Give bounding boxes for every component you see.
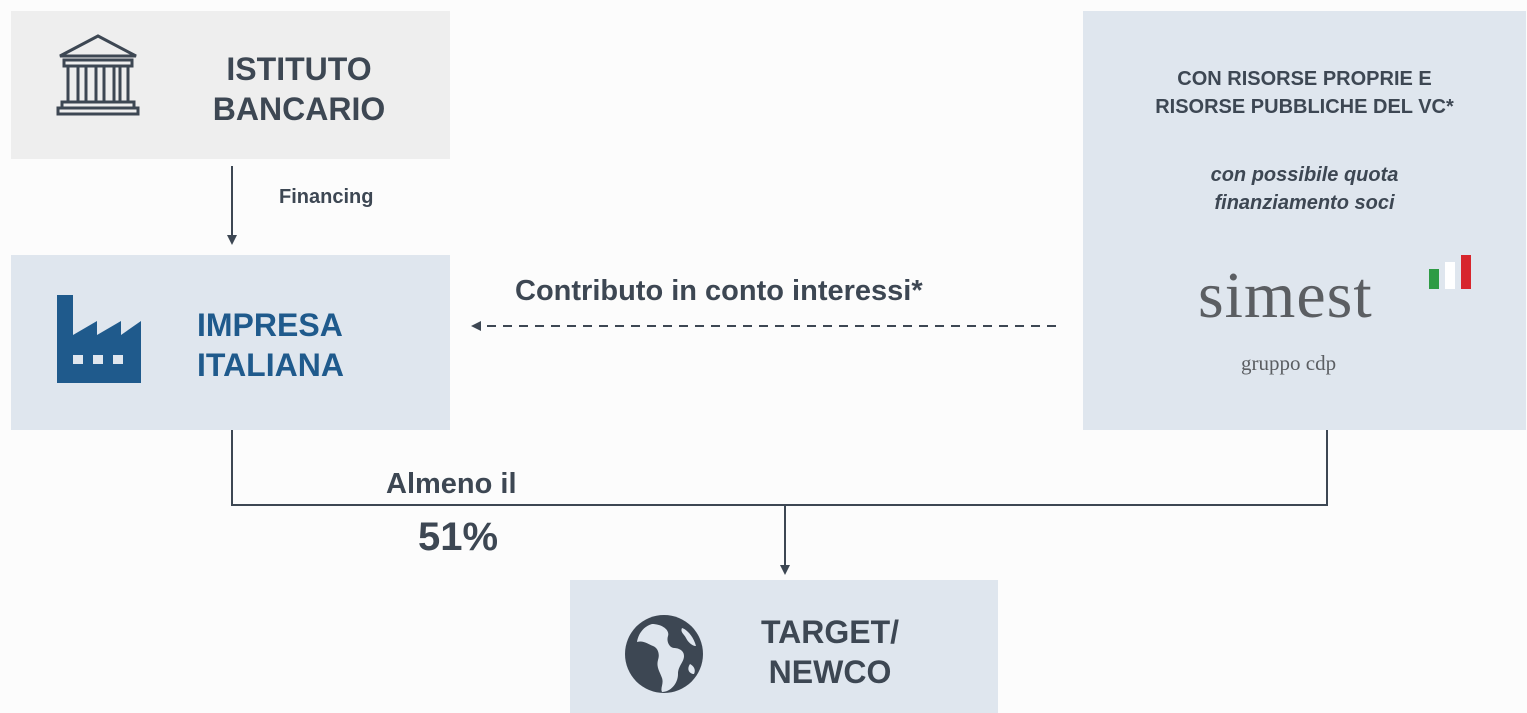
financing-label: Financing — [279, 186, 374, 208]
simest-subheading: con possibile quota finanziamento soci — [1083, 161, 1526, 217]
target-title: TARGET/ NEWCO — [720, 612, 940, 692]
simest-heading-line2: RISORSE PUBBLICHE DEL VC* — [1155, 96, 1454, 118]
impresa-title: IMPRESA ITALIANA — [171, 305, 381, 385]
target-line1: TARGET/ — [760, 614, 900, 650]
almeno-label: Almeno il — [386, 468, 517, 500]
simest-box: CON RISORSE PROPRIE E RISORSE PUBBLICHE … — [1083, 11, 1526, 430]
percentage-label: 51% — [418, 515, 499, 559]
factory-icon — [57, 295, 141, 383]
target-line2: NEWCO — [768, 654, 892, 690]
bank-box: ISTITUTO BANCARIO — [11, 11, 450, 159]
bank-building-icon — [56, 34, 140, 116]
simest-sub-line1: con possibile quota — [1210, 164, 1399, 186]
impresa-line1: IMPRESA — [197, 307, 343, 343]
impresa-box: IMPRESA ITALIANA — [11, 255, 450, 430]
bank-line2: BANCARIO — [212, 91, 386, 127]
contributo-label: Contributo in conto interessi* — [515, 275, 923, 307]
simest-sub-line2: finanziamento soci — [1214, 192, 1395, 214]
simest-logo-subtext: gruppo cdp — [1241, 351, 1337, 375]
target-box: TARGET/ NEWCO — [570, 580, 998, 713]
impresa-line2: ITALIANA — [197, 347, 344, 383]
impresa-connector — [231, 430, 1328, 506]
italian-flag-icon — [1429, 255, 1471, 289]
bank-title: ISTITUTO BANCARIO — [189, 49, 409, 129]
simest-logo: simest — [1198, 259, 1373, 332]
simest-heading: CON RISORSE PROPRIE E RISORSE PUBBLICHE … — [1083, 65, 1526, 121]
globe-icon — [625, 615, 703, 693]
simest-heading-line1: CON RISORSE PROPRIE E — [1177, 68, 1432, 90]
bank-line1: ISTITUTO — [226, 51, 372, 87]
